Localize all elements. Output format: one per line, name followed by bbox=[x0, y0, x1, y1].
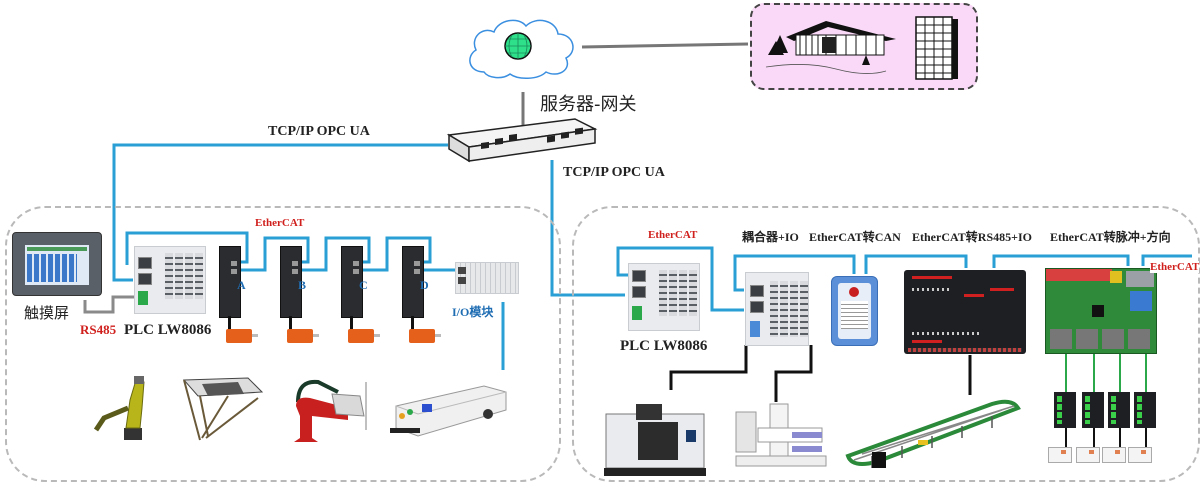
left-ethercat-chain bbox=[125, 231, 249, 265]
house-icon bbox=[766, 21, 896, 74]
internet-cloud bbox=[469, 19, 574, 79]
right-plc-device[interactable] bbox=[628, 263, 700, 331]
left-plc-device[interactable] bbox=[134, 246, 206, 314]
agv-icon bbox=[390, 385, 507, 437]
left-opc-link bbox=[112, 143, 448, 282]
right-protocol-label: TCP/IP OPC UA bbox=[563, 165, 665, 180]
servo-drive-b[interactable] bbox=[280, 246, 302, 318]
right-system-panel bbox=[572, 206, 1200, 482]
cnc-machine-icon bbox=[604, 404, 706, 476]
gateway-label: 服务器-网关 bbox=[540, 94, 637, 115]
ethercat-pulse-board[interactable] bbox=[1045, 268, 1157, 354]
right-plc-label: PLC LW8086 bbox=[620, 338, 708, 354]
conveyor-line-icon bbox=[845, 399, 1021, 468]
right-ethercat-chain bbox=[616, 246, 744, 312]
ethercat-out-label: EtherCAT bbox=[1150, 261, 1200, 273]
servo-label-d: D bbox=[420, 278, 429, 292]
internet-globe-icon bbox=[504, 32, 532, 60]
scara-robot-icon bbox=[294, 379, 367, 442]
hmi-touchscreen[interactable] bbox=[12, 232, 102, 296]
servo-motor-c bbox=[348, 329, 380, 343]
left-system-panel bbox=[5, 206, 561, 482]
office-building-icon bbox=[915, 16, 958, 80]
rs485-label: RS485 bbox=[80, 322, 117, 337]
coupler-io-device[interactable] bbox=[745, 272, 809, 346]
left-protocol-label: TCP/IP OPC UA bbox=[268, 124, 370, 139]
injection-machine-icon bbox=[735, 403, 827, 467]
coupler-label: 耦合器+IO bbox=[742, 230, 799, 244]
right-opc-link bbox=[550, 160, 625, 297]
servo-drive-d[interactable] bbox=[402, 246, 424, 318]
ethercat-rs485-label: EtherCAT转RS485+IO bbox=[912, 230, 1032, 244]
right-ethercat-label: EtherCAT bbox=[648, 229, 698, 241]
stepper-drivers bbox=[1054, 392, 1164, 452]
servo-motor-a bbox=[226, 329, 258, 343]
hmi-label: 触摸屏 bbox=[24, 304, 70, 322]
servo-motor-b bbox=[287, 329, 319, 343]
rs485-link bbox=[83, 295, 135, 314]
delta-robot-icon bbox=[182, 377, 264, 441]
ethercat-pulse-label: EtherCAT转脉冲+方向 bbox=[1050, 230, 1171, 244]
articulated-robot-icon bbox=[93, 376, 145, 440]
remote-site-panel bbox=[750, 3, 978, 90]
servo-label-c: C bbox=[359, 278, 368, 292]
servo-label-a: A bbox=[237, 278, 246, 292]
io-module[interactable] bbox=[455, 262, 519, 294]
left-ethercat-label: EtherCAT bbox=[255, 217, 305, 229]
ethercat-rs485-io-device[interactable] bbox=[904, 270, 1026, 354]
left-plc-label: PLC LW8086 bbox=[124, 322, 212, 338]
stepper-motors bbox=[1048, 447, 1168, 465]
servo-label-b: B bbox=[298, 278, 307, 292]
coupler-to-cnc bbox=[669, 345, 748, 390]
gateway-switch[interactable] bbox=[445, 115, 600, 167]
ethercat-can-label: EtherCAT转CAN bbox=[809, 230, 901, 244]
ethercat-can-device[interactable] bbox=[831, 276, 878, 346]
can-to-injection bbox=[774, 345, 813, 402]
wan-link bbox=[581, 42, 749, 49]
io-module-label: I/O模块 bbox=[452, 305, 494, 319]
servo-motor-d bbox=[409, 329, 441, 343]
